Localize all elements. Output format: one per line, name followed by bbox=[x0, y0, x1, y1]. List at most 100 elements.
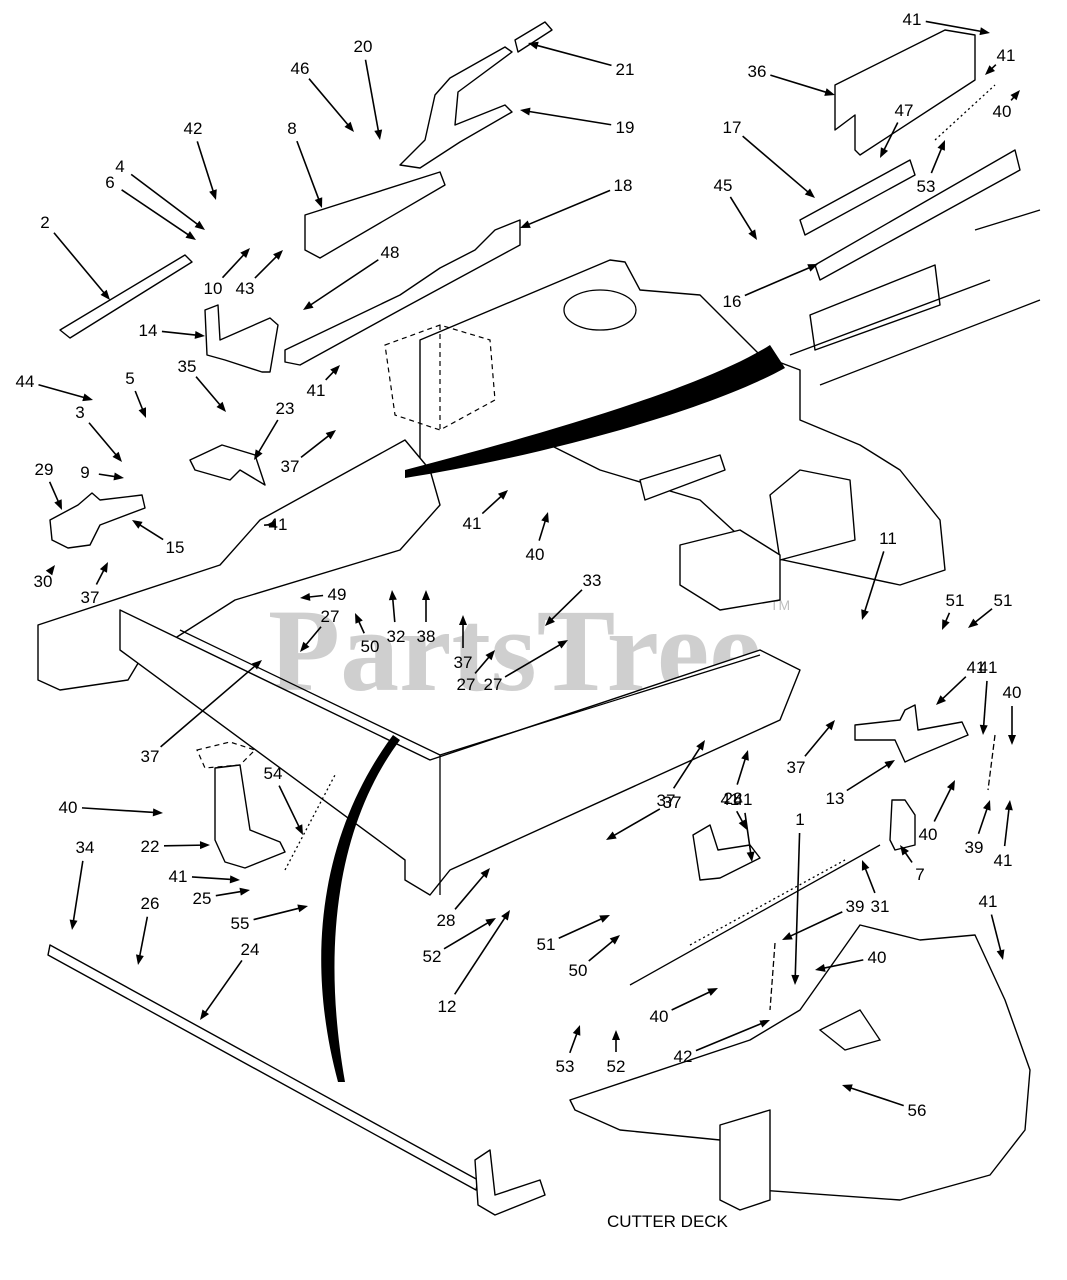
cutter-deck-caption: CUTTER DECK bbox=[607, 1212, 729, 1231]
callout-24: 24 bbox=[200, 940, 259, 1020]
grip-21 bbox=[514, 21, 553, 53]
arrow-head-icon bbox=[485, 918, 496, 927]
arrow-head-icon bbox=[99, 562, 108, 573]
callout-41: 41 bbox=[169, 867, 240, 886]
arrow-head-icon bbox=[759, 1020, 770, 1028]
callout-41: 41 bbox=[936, 658, 985, 705]
callout-50: 50 bbox=[355, 613, 379, 656]
callout-label: 12 bbox=[438, 997, 457, 1016]
band-upper bbox=[405, 345, 785, 478]
callout-9: 9 bbox=[80, 463, 124, 482]
callout-25: 25 bbox=[193, 887, 250, 908]
callout-label: 11 bbox=[879, 529, 897, 548]
callout-label: 40 bbox=[526, 545, 545, 564]
lever-13 bbox=[854, 704, 969, 763]
leader-line bbox=[88, 422, 119, 458]
callout-label: 29 bbox=[35, 460, 54, 479]
arrow-head-icon bbox=[791, 974, 800, 985]
callout-41: 41 bbox=[994, 800, 1013, 870]
callout-54: 54 bbox=[264, 764, 303, 835]
shaft-2 bbox=[59, 254, 193, 339]
leader-line bbox=[671, 990, 713, 1011]
callout-19: 19 bbox=[520, 107, 635, 137]
arrow-head-icon bbox=[825, 720, 835, 731]
callout-38: 38 bbox=[417, 590, 435, 646]
leader-line bbox=[794, 832, 801, 979]
callout-label: 23 bbox=[276, 399, 295, 418]
leader-line bbox=[98, 473, 118, 478]
main-frame-beam bbox=[119, 609, 801, 896]
leader-line bbox=[195, 376, 223, 408]
leader-line bbox=[203, 959, 243, 1015]
arrow-head-icon bbox=[861, 860, 870, 871]
leader-line bbox=[611, 808, 661, 838]
leader-line bbox=[72, 860, 84, 924]
chassis-bracket-right bbox=[769, 469, 856, 561]
leader-line bbox=[308, 78, 351, 128]
arrow-head-icon bbox=[251, 660, 262, 670]
callout-42: 42 bbox=[184, 119, 217, 200]
rail-upper-16 bbox=[814, 149, 1021, 281]
callout-3: 3 bbox=[75, 403, 122, 462]
arrow-head-icon bbox=[199, 841, 210, 850]
arrow-head-icon bbox=[696, 740, 705, 751]
callout-11: 11 bbox=[861, 529, 897, 620]
callout-41: 41 bbox=[463, 490, 508, 533]
arrow-head-icon bbox=[861, 609, 869, 620]
arrow-head-icon bbox=[135, 954, 144, 965]
leader-line bbox=[474, 654, 492, 674]
frame-detail bbox=[179, 629, 761, 895]
arrow-head-icon bbox=[520, 107, 531, 116]
leader-line bbox=[443, 920, 491, 950]
bracket-small bbox=[692, 824, 761, 881]
callout-51: 51 bbox=[942, 591, 964, 630]
leader-line bbox=[672, 745, 702, 789]
callout-label: 6 bbox=[105, 173, 114, 192]
arrow-head-icon bbox=[112, 451, 122, 462]
callout-label: 10 bbox=[204, 279, 223, 298]
leader-line bbox=[391, 596, 396, 623]
leader-line bbox=[308, 259, 379, 307]
leader-line bbox=[256, 419, 279, 455]
callout-label: 4 bbox=[115, 157, 124, 176]
callout-32: 32 bbox=[387, 590, 405, 646]
leader-line bbox=[191, 876, 234, 881]
callout-label: 21 bbox=[616, 60, 635, 79]
arrow-head-icon bbox=[132, 520, 143, 529]
callout-13: 13 bbox=[826, 760, 895, 808]
callout-40: 40 bbox=[526, 512, 549, 564]
arrow-head-icon bbox=[741, 750, 749, 761]
callout-21: 21 bbox=[528, 41, 635, 79]
callout-7: 7 bbox=[900, 845, 925, 884]
callout-46: 46 bbox=[291, 59, 354, 132]
callout-40: 40 bbox=[919, 780, 955, 844]
callout-label: 25 bbox=[193, 889, 212, 908]
callout-33: 33 bbox=[545, 571, 601, 626]
callout-22: 22 bbox=[141, 837, 210, 856]
arrow-head-icon bbox=[746, 851, 755, 862]
arrow-head-icon bbox=[388, 590, 397, 601]
arrow-head-icon bbox=[982, 800, 991, 811]
rail-lower-line bbox=[789, 209, 1041, 386]
arrow-head-icon bbox=[297, 904, 308, 913]
callout-label: 42 bbox=[674, 1047, 693, 1066]
callout-label: 7 bbox=[915, 865, 924, 884]
rod-31 bbox=[629, 844, 881, 986]
arrow-head-icon bbox=[325, 430, 336, 440]
callout-41: 41 bbox=[903, 10, 990, 36]
callout-label: 51 bbox=[994, 591, 1013, 610]
callout-label: 41 bbox=[903, 10, 922, 29]
arrow-head-icon bbox=[946, 780, 955, 791]
callout-label: 49 bbox=[328, 585, 347, 604]
callout-label: 40 bbox=[993, 102, 1012, 121]
leader-line bbox=[296, 140, 321, 202]
arrow-head-icon bbox=[229, 875, 240, 884]
callout-label: 40 bbox=[868, 948, 887, 967]
callout-label: 19 bbox=[616, 118, 635, 137]
lever-14 bbox=[204, 304, 279, 373]
leader-line bbox=[454, 915, 507, 995]
callout-label: 37 bbox=[141, 747, 160, 766]
arrow-head-icon bbox=[459, 615, 467, 625]
callout-37: 37 bbox=[81, 562, 108, 607]
